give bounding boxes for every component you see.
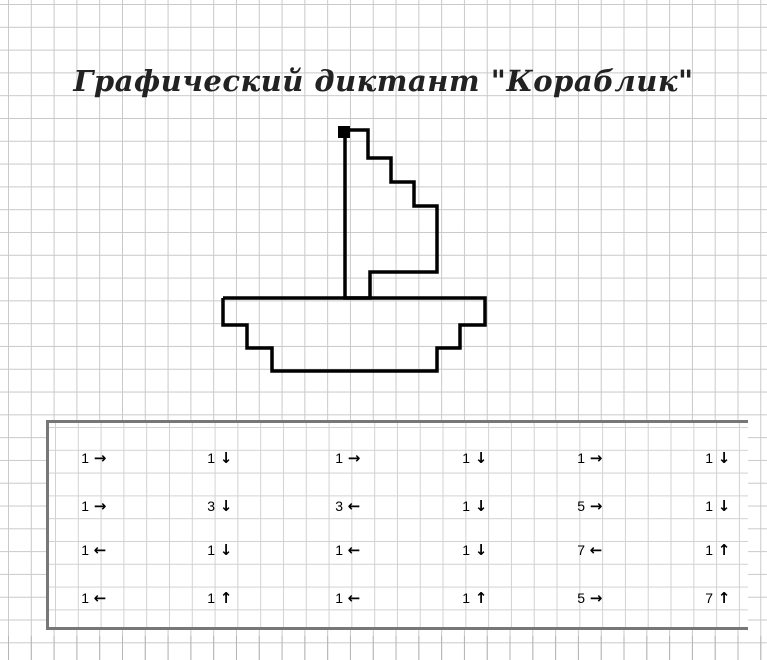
step-count: 1 <box>569 450 585 466</box>
step-count: 1 <box>697 498 713 514</box>
direction-arrow-icon: ↓ <box>215 449 237 467</box>
direction-arrow-icon: ← <box>343 541 365 559</box>
direction-arrow-icon: ↓ <box>470 541 492 559</box>
step-count: 1 <box>73 498 89 514</box>
step-count: 3 <box>199 498 215 514</box>
instruction-step: 3↓ <box>199 495 237 517</box>
hull-outline <box>223 298 485 371</box>
direction-arrow-icon: ↓ <box>470 449 492 467</box>
direction-arrow-icon: ↓ <box>470 497 492 515</box>
step-count: 3 <box>327 498 343 514</box>
direction-arrow-icon: ↑ <box>470 589 492 607</box>
instruction-step: 1↑ <box>454 587 492 609</box>
step-count: 1 <box>327 450 343 466</box>
sail-outline <box>345 130 437 298</box>
step-count: 1 <box>697 542 713 558</box>
step-count: 1 <box>454 498 470 514</box>
direction-arrow-icon: → <box>89 497 111 515</box>
instruction-step: 1↓ <box>454 539 492 561</box>
instruction-step: 5→ <box>569 495 607 517</box>
dictation-instructions-panel: 1→1↓1→1↓1→1↓1→3↓3←1↓5→1↓1←1↓1←1↓7←1↑1←1↑… <box>46 420 748 630</box>
step-count: 1 <box>199 542 215 558</box>
step-count: 1 <box>454 590 470 606</box>
instruction-step: 3← <box>327 495 365 517</box>
instruction-step: 1→ <box>73 495 111 517</box>
step-count: 5 <box>569 590 585 606</box>
direction-arrow-icon: ← <box>89 589 111 607</box>
instruction-step: 1↓ <box>454 495 492 517</box>
instruction-step: 7← <box>569 539 607 561</box>
step-count: 1 <box>327 590 343 606</box>
instruction-step: 1↓ <box>199 539 237 561</box>
instruction-step: 1← <box>73 539 111 561</box>
direction-arrow-icon: ← <box>343 589 365 607</box>
direction-arrow-icon: ↓ <box>215 497 237 515</box>
direction-arrow-icon: → <box>585 449 607 467</box>
step-count: 1 <box>697 450 713 466</box>
instruction-step: 1← <box>73 587 111 609</box>
direction-arrow-icon: ↓ <box>713 497 735 515</box>
step-count: 5 <box>569 498 585 514</box>
direction-arrow-icon: → <box>585 589 607 607</box>
direction-arrow-icon: ← <box>89 541 111 559</box>
sailboat-drawing <box>0 0 767 400</box>
step-count: 7 <box>569 542 585 558</box>
instruction-step: 1↓ <box>199 447 237 469</box>
direction-arrow-icon: ↓ <box>215 541 237 559</box>
instruction-step: 1→ <box>569 447 607 469</box>
direction-arrow-icon: ↑ <box>713 589 735 607</box>
step-count: 1 <box>454 450 470 466</box>
direction-arrow-icon: ↑ <box>215 589 237 607</box>
instruction-step: 1↑ <box>199 587 237 609</box>
instruction-step: 1↑ <box>697 539 735 561</box>
direction-arrow-icon: ↓ <box>713 449 735 467</box>
direction-arrow-icon: ← <box>585 541 607 559</box>
instruction-step: 5→ <box>569 587 607 609</box>
instruction-step: 1→ <box>327 447 365 469</box>
step-count: 1 <box>327 542 343 558</box>
start-point-marker <box>338 126 350 138</box>
instruction-step: 1↓ <box>697 495 735 517</box>
step-count: 1 <box>73 590 89 606</box>
step-count: 7 <box>697 590 713 606</box>
grid-bottom-edge <box>0 636 767 660</box>
direction-arrow-icon: ↑ <box>713 541 735 559</box>
instruction-step: 1← <box>327 587 365 609</box>
direction-arrow-icon: → <box>343 449 365 467</box>
instruction-step: 1→ <box>73 447 111 469</box>
step-count: 1 <box>73 450 89 466</box>
step-count: 1 <box>199 590 215 606</box>
instruction-step: 1← <box>327 539 365 561</box>
step-count: 1 <box>199 450 215 466</box>
direction-arrow-icon: ← <box>343 497 365 515</box>
instruction-step: 1↓ <box>697 447 735 469</box>
step-count: 1 <box>73 542 89 558</box>
instruction-step: 7↑ <box>697 587 735 609</box>
instruction-step: 1↓ <box>454 447 492 469</box>
step-count: 1 <box>454 542 470 558</box>
direction-arrow-icon: → <box>89 449 111 467</box>
direction-arrow-icon: → <box>585 497 607 515</box>
